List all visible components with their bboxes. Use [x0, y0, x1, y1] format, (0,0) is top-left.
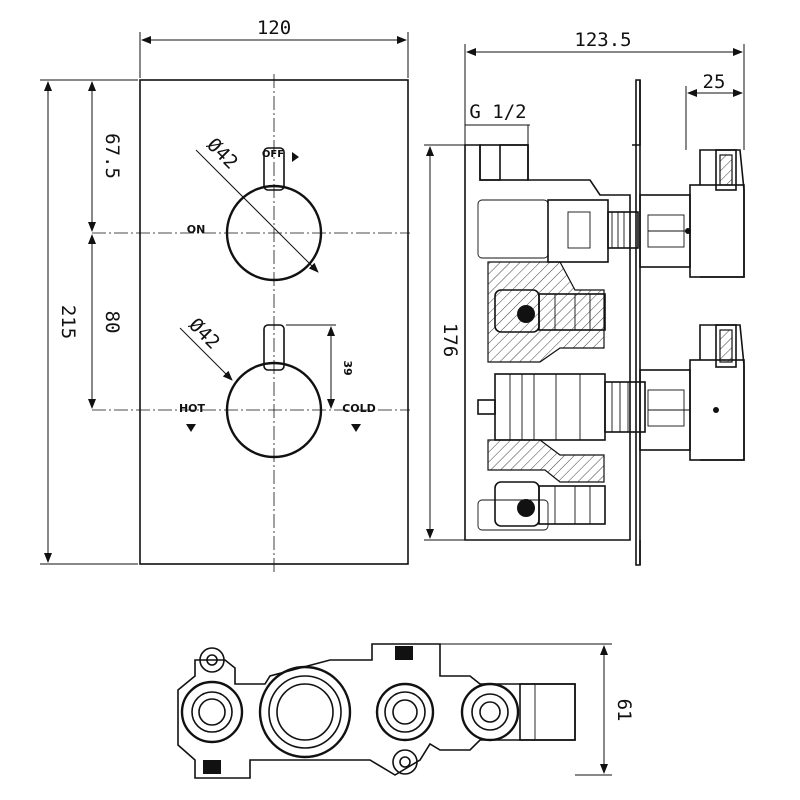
upper-check-valve-ball — [517, 305, 535, 323]
upper-check-valve-right — [538, 293, 606, 331]
lower-knob-handle-side — [715, 324, 737, 368]
center-port-outer — [375, 682, 435, 742]
thermostatic-cartridge-body — [494, 373, 606, 441]
lower-check-valve-ball — [517, 499, 535, 517]
upper-knob-screw — [685, 228, 691, 234]
on-label: ON — [187, 223, 206, 236]
hot-arrow-icon — [186, 424, 196, 432]
side-view: 123.5 25 G 1/2 176 — [424, 29, 745, 566]
lower-knob-profile — [699, 324, 745, 461]
thread-label: G 1/2 — [469, 101, 526, 123]
width-dimension-text: 120 — [257, 17, 291, 39]
body-height-dimension-text: 176 — [439, 323, 461, 357]
main-port-outer — [258, 665, 352, 759]
top-knob-diameter-leader — [195, 149, 319, 273]
bottom-depth-dimension-text: 61 — [613, 699, 635, 722]
knob-depth-dimension-text: 25 — [703, 71, 726, 93]
lower-check-valve-right — [538, 485, 606, 525]
center-port-mid — [384, 691, 426, 733]
bottom-knob: Ø42 39 — [179, 314, 354, 459]
front-view: 120 215 67.5 80 Ø42 OFF ON Ø42 — [40, 17, 410, 572]
cold-label: COLD — [342, 402, 376, 415]
upper-knob-cap — [689, 184, 745, 278]
right-port-outer — [460, 682, 520, 742]
inner-channel-top — [477, 199, 549, 259]
left-port-mid — [191, 691, 233, 733]
upper-cartridge-stem — [607, 211, 639, 249]
left-port-outer — [180, 680, 244, 744]
lower-knob-side — [639, 324, 745, 461]
off-label: OFF — [262, 149, 284, 160]
bottom-knob-circle — [225, 361, 323, 459]
center-port-inner — [392, 699, 418, 725]
lower-knob-screw — [713, 407, 719, 413]
thermostatic-cartridge-end — [477, 399, 496, 415]
top-mounting-hole — [206, 654, 218, 666]
thermostatic-cartridge-stem — [604, 381, 646, 433]
cold-arrow-icon — [351, 424, 361, 432]
bottom-view: 61 — [177, 643, 635, 779]
bottom-knob-diameter-leader — [179, 327, 233, 381]
lower-knob-hatch — [719, 329, 733, 363]
bottom-black-tab — [203, 760, 221, 774]
bottom-mounting-hole — [399, 756, 411, 768]
right-outlet-boss — [519, 683, 576, 741]
top-knob: Ø42 OFF — [195, 134, 323, 282]
bottom-knob-handle — [263, 324, 285, 371]
top-knob-handle — [263, 147, 285, 191]
main-port-inner — [276, 683, 334, 741]
top-black-tab — [395, 646, 413, 660]
upper-knob-handle-side — [715, 149, 737, 191]
handle-dimension-text: 39 — [341, 360, 354, 375]
upper-knob-profile — [699, 149, 745, 278]
height-dimension-text: 215 — [57, 305, 79, 339]
inlet-port-top — [479, 144, 529, 181]
lower-knob-inner — [647, 389, 685, 427]
right-port-mid — [471, 693, 509, 731]
spacing-dimension-text: 80 — [101, 311, 123, 334]
upper-dimension-text: 67.5 — [101, 133, 123, 179]
inner-channel-bottom — [477, 499, 549, 531]
top-knob-circle — [225, 184, 323, 282]
main-port-mid — [268, 675, 342, 749]
off-arrow-icon — [292, 152, 299, 162]
bottom-mounting-lug — [392, 749, 418, 775]
upper-knob-hatch — [719, 154, 733, 186]
valve-body-section — [464, 144, 646, 541]
bottom-knob-diameter-text: Ø42 — [184, 314, 224, 354]
left-port-inner — [198, 698, 226, 726]
hot-label: HOT — [179, 402, 206, 415]
faceplate-profile — [632, 79, 641, 566]
right-port-inner — [479, 701, 501, 723]
upper-cartridge-window — [567, 211, 591, 249]
top-knob-diameter-text: Ø42 — [202, 134, 242, 174]
depth-dimension-text: 123.5 — [574, 29, 631, 51]
upper-cartridge-body — [547, 199, 609, 263]
valve-body-hatched-core — [487, 261, 605, 363]
upper-knob-side — [639, 149, 745, 278]
valve-body-hatched-lower — [487, 439, 605, 483]
top-mounting-lug — [199, 647, 225, 673]
